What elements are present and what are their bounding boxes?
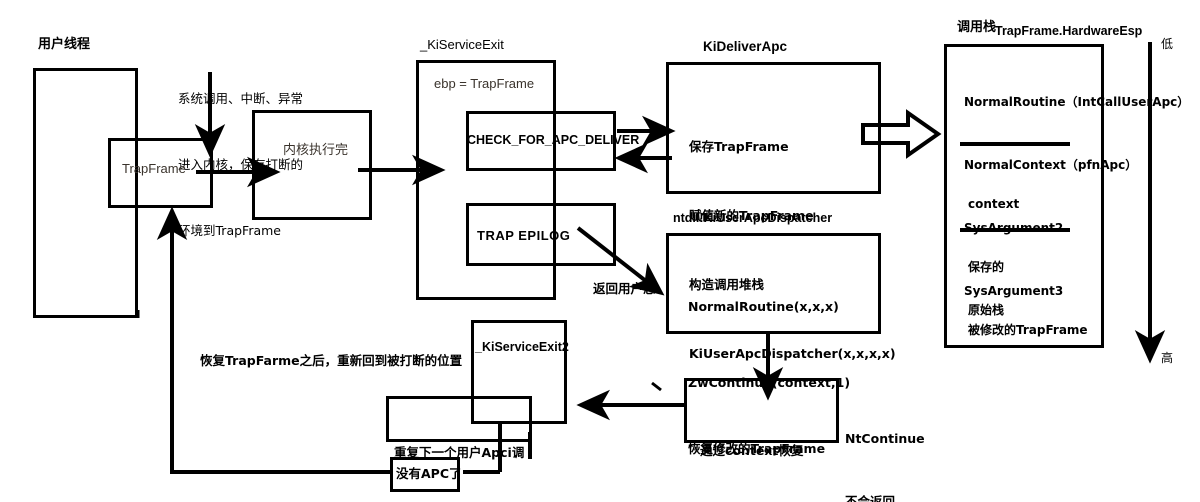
ntdll-dispatcher-box [666,233,881,334]
kernel-done-box [252,110,372,220]
kideliverapc-line-1: 保存TrapFrame [689,139,789,154]
callstack-item-original-stack: 原始栈 [968,303,1005,317]
callstack-item-normalcontext: NormalContext（pfnApc） [964,158,1138,172]
kiserviceexit2-box [471,320,567,424]
user-thread-label: 用户线程 [38,37,91,52]
restore-context-box [684,378,839,443]
dispatcher-line-normalroutine: NormalRoutine(x,x,x) [688,299,839,314]
tick-mark [651,381,662,392]
check-for-apc-box [466,111,616,171]
kiserviceexit-box [416,60,556,300]
kernel-entry-note-line-3: 环境到TrapFrame [178,223,281,238]
callstack-item-saved: 保存的 [968,260,1005,274]
dispatcher-line-restore: 恢复修改的TrapFrame [688,441,826,456]
callstack-item-modified-trapframe: 被修改的TrapFrame [968,323,1088,337]
repeat-apc-box [386,396,532,442]
return-usermode-label: 返回用户态 [593,281,656,296]
ntdll-dispatcher-title: ntdll!KiUserApcDispatcher [673,211,833,225]
trapframe-box [108,138,213,208]
restore-trapframe-note: 恢复TrapFarme之后，重新回到被打断的位置 [200,353,463,368]
callstack-section-two: context 保存的 被修改的TrapFrame [968,152,1088,383]
restore-line-1: 通过context恢复 [700,443,804,458]
callstack-section-three: 原始栈 [968,258,1004,363]
kiserviceexit2-title: _KiServiceExit2 [475,340,569,354]
callstack-box [944,44,1104,348]
callstack-divider-2 [960,228,1070,232]
stack-high-label: 高 [1161,351,1174,365]
stack-low-label: 低 [1161,37,1174,51]
kernel-entry-note-line-1: 系统调用、中断、异常 [178,91,304,106]
callstack-item-sysargument3: SysArgument3 [964,284,1064,298]
kideliverapc-line-4: KiUserApcDispatcher(x,x,x,x) [689,346,896,361]
kideliverapc-lines: 保存TrapFrame 赋值新的TrapFrame 构造调用堆栈 KiUserA… [689,89,896,411]
ntcontinue-note-line-1: NtContinue [845,431,925,446]
no-apc-label: 没有APC了 [396,466,462,481]
callstack-item-normalroutine: NormalRoutine（IntCallUserApc） [964,95,1190,109]
callstack-title-cn: 调用栈 [957,20,997,35]
trapframe-box-label: TrapFrame [122,161,186,176]
no-apc-box [390,457,460,492]
kideliverapc-title: KiDeliverApc [703,39,788,54]
ntcontinue-note: NtContinue 不会返回 直接到ServiceExit [845,386,961,502]
trap-epilog-box [466,203,616,266]
callstack-title-en: TrapFrame.HardwareEsp [995,24,1143,38]
kernel-entry-note-line-2: 进入内核，保存打断的 [178,157,304,172]
callstack-divider-1 [960,142,1070,146]
ntcontinue-note-line-2: 不会返回 [845,494,896,502]
trap-epilog-label: TRAP EPILOG [477,228,571,243]
user-thread-box [33,68,138,318]
kideliverapc-box [666,62,881,194]
kideliverapc-line-3: 构造调用堆栈 [689,277,765,292]
kiserviceexit-title: _KiServiceExit [420,37,504,52]
kideliverapc-line-2: 赋值新的TrapFrame [689,208,814,223]
restore-context-lines: 通过context恢复 TrapFrame [700,396,803,502]
repeat-apc-line-1: 重复下一个用户Apci调 [394,445,525,460]
line-return-bottom [170,378,390,474]
ebp-assign-label: ebp = TrapFrame [434,76,535,91]
repeat-apc-lines: 重复下一个用户Apci调 用，直到不再有 [394,400,524,502]
kernel-entry-note: 系统调用、中断、异常 进入内核，保存打断的 环境到TrapFrame [178,44,303,286]
callstack-item-context: context [968,197,1020,211]
check-for-apc-label: CHECK_FOR_APC_DELIVER [467,133,640,147]
kernel-done-label: 内核执行完 [283,143,349,158]
